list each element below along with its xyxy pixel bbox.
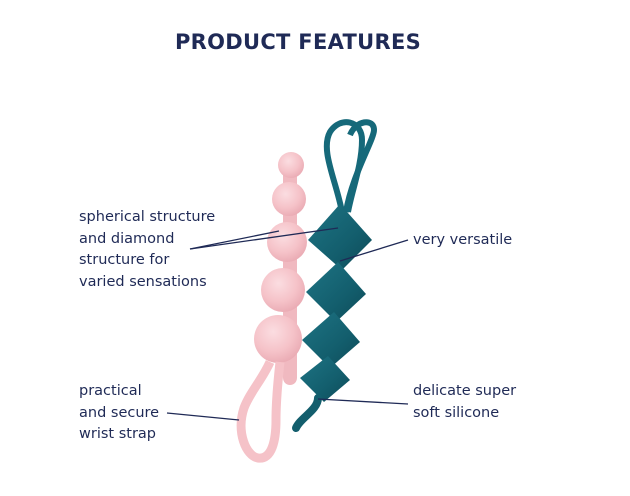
feature-line: wrist strap (79, 426, 156, 442)
leader-line-strap (166, 412, 240, 421)
feature-line: and secure (79, 404, 160, 421)
leader-line-silicone (317, 398, 409, 405)
feature-line: practical (79, 383, 142, 399)
feature-line: structure for (79, 252, 170, 268)
teal-diamond-beads (292, 119, 378, 432)
leader-lines (166, 227, 409, 421)
feature-line: varied sensations (79, 273, 207, 290)
feature-line: very versatile (413, 232, 513, 248)
feature-line: and diamond (79, 230, 175, 247)
leader-line-spherical (189, 230, 280, 250)
feature-versatile-label: very versatile (413, 230, 512, 252)
feature-line: delicate super (413, 383, 517, 399)
pink-ball-beads (236, 152, 307, 463)
feature-line: spherical structure (79, 209, 216, 225)
leader-line-versatile (339, 239, 409, 262)
feature-line: soft silicone (413, 404, 500, 421)
leader-line-diamond (189, 227, 339, 250)
feature-silicone-label: delicate super soft silicone (413, 381, 516, 424)
page-title: PRODUCT FEATURES (174, 30, 422, 54)
feature-structure-label: spherical structure and diamond structur… (79, 207, 215, 293)
feature-strap-label: practical and secure wrist strap (79, 381, 159, 446)
